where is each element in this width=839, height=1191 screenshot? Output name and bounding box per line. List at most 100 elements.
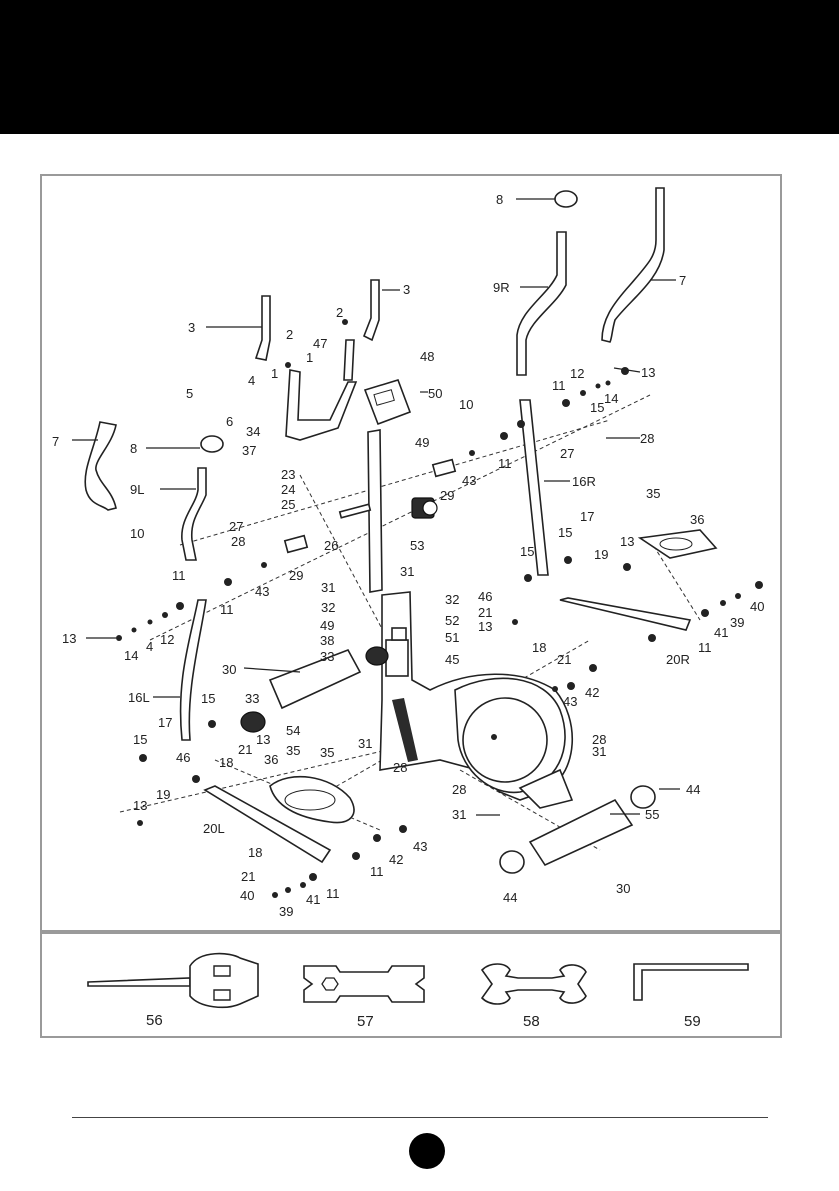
tension-knob-face	[422, 500, 438, 516]
label-13-e: 13	[620, 534, 634, 549]
label-36-b: 36	[690, 512, 704, 527]
label-17-right: 17	[580, 509, 594, 524]
label-30-b: 30	[616, 881, 630, 896]
front-stabilizer	[268, 649, 362, 710]
label-28-mid: 28	[393, 760, 407, 775]
label-35-b: 35	[320, 745, 334, 760]
handlebar-right	[601, 187, 665, 343]
lower-arm-right	[519, 399, 549, 576]
handle-frame	[285, 369, 358, 441]
label-32-a: 32	[321, 600, 335, 615]
label-46-a: 46	[176, 750, 190, 765]
upper-handle-right	[362, 279, 380, 342]
pedal-arm-right	[559, 597, 692, 631]
end-cap-right	[554, 190, 578, 208]
label-18-c: 18	[532, 640, 546, 655]
label-7-right: 7	[679, 273, 686, 288]
tool-56-combo-wrench	[87, 952, 259, 1009]
label-18-b: 18	[248, 845, 262, 860]
label-11-rightB: 11	[698, 640, 712, 655]
label-15-c: 15	[590, 400, 604, 415]
label-40-left: 40	[240, 888, 254, 903]
leader-lines	[72, 198, 680, 816]
label-20L: 20L	[203, 821, 225, 836]
pivot-block	[385, 639, 409, 677]
tool-59-allen-key	[633, 963, 749, 1001]
label-47: 47	[313, 336, 327, 351]
rear-end-cap-left	[499, 850, 525, 874]
label-40-right: 40	[750, 599, 764, 614]
upper-handle-left	[254, 295, 271, 361]
label-41-right: 41	[714, 625, 728, 640]
label-31-c: 31	[358, 736, 372, 751]
label-15-a: 15	[201, 691, 215, 706]
flywheel-disk	[462, 697, 548, 783]
label-9L: 9L	[130, 482, 144, 497]
label-31-b: 31	[400, 564, 414, 579]
part-number-labels: 8 9R 7 3 3 2 2 47 1 1 48 50 4 5 6 34 37 …	[52, 192, 764, 919]
label-15-d: 15	[558, 525, 572, 540]
label-11-bottomB: 11	[370, 864, 384, 879]
label-51: 51	[445, 630, 459, 645]
label-52: 52	[445, 613, 459, 628]
label-31-d: 31	[452, 807, 466, 822]
label-35-a: 35	[286, 743, 300, 758]
label-39-right: 39	[730, 615, 744, 630]
label-12-right: 12	[570, 366, 584, 381]
label-36-a: 36	[264, 752, 278, 767]
label-34: 34	[246, 424, 260, 439]
label-13-left: 13	[62, 631, 76, 646]
tool-labels: 56 57 58 59	[146, 1012, 701, 1030]
label-7-left: 7	[52, 434, 59, 449]
label-43-right: 43	[563, 694, 577, 709]
main-frame-stripe	[392, 698, 418, 762]
upright-arm-left	[181, 467, 207, 561]
handlebar-left	[84, 421, 117, 511]
label-10-left: 10	[130, 526, 144, 541]
label-20R: 20R	[666, 652, 690, 667]
page-marker	[409, 1133, 445, 1169]
label-29-right: 29	[440, 488, 454, 503]
label-54: 54	[286, 723, 300, 738]
label-16L: 16L	[128, 690, 150, 705]
end-cap-left	[200, 435, 224, 453]
label-21-a: 21	[238, 742, 252, 757]
console-display	[373, 389, 395, 406]
label-8-left: 8	[130, 441, 137, 456]
label-31-a: 31	[321, 580, 335, 595]
label-5: 5	[186, 386, 193, 401]
label-32-b: 32	[445, 592, 459, 607]
label-11-mid: 11	[498, 456, 512, 471]
label-26: 26	[324, 538, 338, 553]
main-post	[367, 429, 383, 593]
label-3-right: 3	[403, 282, 410, 297]
bushing-left	[283, 534, 309, 554]
label-46-b: 46	[478, 589, 492, 604]
label-13-c: 13	[133, 798, 147, 813]
label-12-left: 12	[160, 632, 174, 647]
label-2-right: 2	[336, 305, 343, 320]
label-4-left: 4	[146, 639, 153, 654]
flywheel-hub	[491, 734, 497, 740]
pivot-bushing	[391, 627, 407, 641]
tool-label-57: 57	[357, 1013, 374, 1030]
label-42-right: 42	[585, 685, 599, 700]
label-33-a: 33	[320, 649, 334, 664]
label-13-b: 13	[256, 732, 270, 747]
label-49-top: 49	[415, 435, 429, 450]
label-44-left: 44	[503, 890, 517, 905]
label-1-b: 1	[271, 366, 278, 381]
label-28-right: 28	[640, 431, 654, 446]
lower-arm-left	[179, 599, 207, 741]
tool-label-58: 58	[523, 1013, 540, 1030]
hardware-bolts	[116, 319, 763, 898]
label-14-right: 14	[604, 391, 618, 406]
tool-label-59: 59	[684, 1013, 701, 1030]
label-8-right: 8	[496, 192, 503, 207]
label-18-a: 18	[219, 755, 233, 770]
pivot-axle	[338, 503, 372, 519]
label-50: 50	[428, 386, 442, 401]
label-15-e: 15	[520, 544, 534, 559]
label-24: 24	[281, 482, 295, 497]
upright-arm-right	[516, 231, 567, 376]
